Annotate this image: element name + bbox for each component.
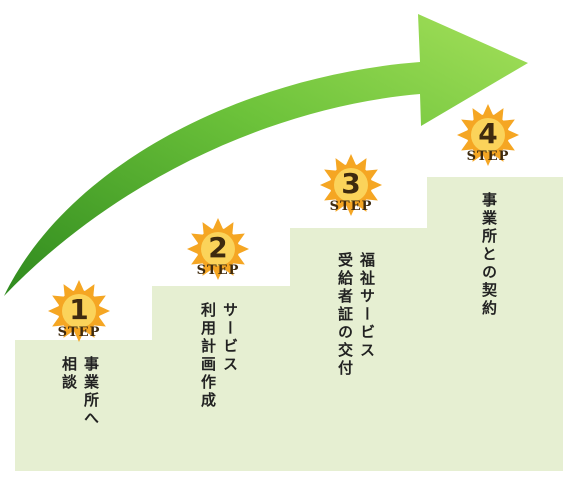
sun-icon — [320, 154, 382, 216]
step-4-badge: 4 STEP — [453, 100, 523, 180]
step-4-label: STEP — [466, 149, 510, 164]
step-2-text: サービス 利用計画作成 — [199, 302, 239, 410]
step-3-number: 3 — [341, 167, 361, 200]
staircase-shape — [15, 177, 563, 471]
step-3-label: STEP — [329, 199, 373, 214]
step-2-badge: 2 STEP — [183, 214, 253, 294]
step-2-number: 2 — [208, 231, 228, 264]
sun-icon — [48, 280, 110, 342]
step-1-text: 事業所へ 相談 — [60, 356, 100, 428]
step-4-text: 事業所との契約 — [480, 192, 498, 318]
step-2-label: STEP — [196, 263, 240, 278]
step-1-label: STEP — [57, 325, 101, 340]
step-3-text: 福祉サービス 受給者証の交付 — [336, 252, 376, 378]
sun-icon — [457, 104, 519, 166]
sun-icon — [187, 218, 249, 280]
step-3-badge: 3 STEP — [316, 150, 386, 230]
step-1-number: 1 — [69, 293, 89, 326]
step-1-badge: 1 STEP — [44, 276, 114, 356]
step-4-number: 4 — [478, 117, 498, 150]
growth-arrow — [4, 14, 528, 296]
